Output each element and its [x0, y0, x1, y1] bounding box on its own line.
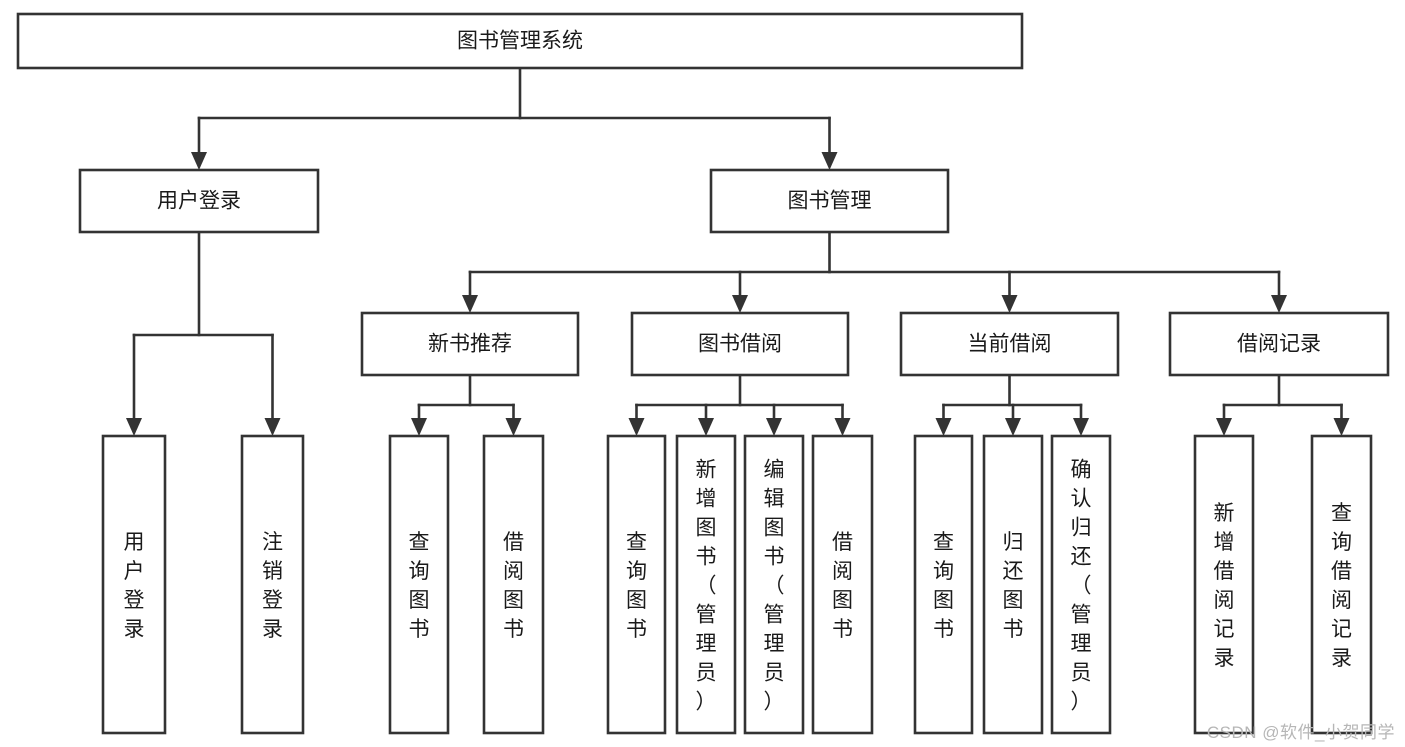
node-leaf-add-book-admin[interactable]: 新增图书（管理员） [675, 434, 737, 735]
node-leaf-edit-book-admin-label: 编辑图书（管理员） [764, 459, 785, 714]
node-user-login-box [78, 168, 320, 234]
node-leaf-query-book-recommend[interactable]: 查询图书 [388, 434, 450, 735]
node-leaf-query-borrow-record-box [1310, 434, 1373, 735]
arrow-head-icon [191, 152, 207, 170]
node-leaf-logout-login-label: 注销登录 [262, 531, 283, 641]
node-book-management[interactable]: 图书管理 [709, 168, 950, 234]
node-root-system-label: 图书管理系统 [457, 30, 583, 53]
node-leaf-query-book-current-box [913, 434, 974, 735]
node-leaf-return-book[interactable]: 归还图书 [982, 434, 1044, 735]
arrow-head-icon [935, 418, 952, 436]
node-leaf-add-borrow-record-box [1193, 434, 1255, 735]
node-leaf-user-login-box [101, 434, 167, 735]
arrow-head-icon [732, 295, 748, 313]
node-borrow-records[interactable]: 借阅记录 [1168, 311, 1390, 377]
node-leaf-query-borrow-record-label: 查询借阅记录 [1331, 502, 1352, 670]
node-leaf-query-borrow-record[interactable]: 查询借阅记录 [1310, 434, 1373, 735]
arrow-head-icon [1005, 418, 1021, 436]
node-leaf-borrow-book-recommend[interactable]: 借阅图书 [482, 434, 545, 735]
arrow-head-icon [1001, 295, 1018, 313]
node-leaf-query-book-current-label: 查询图书 [933, 531, 954, 641]
connector-layer [126, 66, 1350, 436]
arrow-head-icon [1216, 418, 1232, 436]
arrow-head-icon [834, 418, 851, 436]
node-leaf-borrow-book-box [811, 434, 874, 735]
arrow-head-icon [628, 418, 645, 436]
node-leaf-query-book-borrow[interactable]: 查询图书 [606, 434, 667, 735]
node-user-login[interactable]: 用户登录 [78, 168, 320, 234]
node-leaf-confirm-return-admin-box [1050, 434, 1112, 735]
node-root-system-box [16, 12, 1024, 70]
node-leaf-add-borrow-record[interactable]: 新增借阅记录 [1193, 434, 1255, 735]
node-leaf-edit-book-admin-box [743, 434, 805, 735]
node-borrow-records-box [1168, 311, 1390, 377]
node-book-management-label: 图书管理 [788, 190, 872, 213]
arrow-head-icon [1333, 418, 1350, 436]
arrow-head-icon [698, 418, 714, 436]
arrow-head-icon [264, 418, 281, 436]
node-book-management-box [709, 168, 950, 234]
node-leaf-logout-login[interactable]: 注销登录 [240, 434, 305, 735]
node-leaf-logout-login-box [240, 434, 305, 735]
node-leaf-add-borrow-record-label: 新增借阅记录 [1214, 502, 1235, 670]
node-new-book-recommend-label: 新书推荐 [428, 333, 512, 356]
node-leaf-borrow-book-label: 借阅图书 [832, 531, 853, 641]
node-leaf-user-login-label: 用户登录 [124, 531, 145, 641]
arrow-head-icon [411, 418, 427, 436]
node-current-borrow-box [899, 311, 1120, 377]
arrow-head-icon [1271, 295, 1287, 313]
node-leaf-return-book-box [982, 434, 1044, 735]
node-leaf-confirm-return-admin[interactable]: 确认归还（管理员） [1050, 434, 1112, 735]
arrow-head-icon [821, 152, 838, 170]
node-book-borrow-label: 图书借阅 [698, 333, 782, 356]
node-new-book-recommend[interactable]: 新书推荐 [360, 311, 580, 377]
node-leaf-borrow-book-recommend-label: 借阅图书 [503, 531, 524, 641]
arrow-head-icon [766, 418, 782, 436]
node-leaf-return-book-label: 归还图书 [1003, 531, 1024, 641]
node-current-borrow-label: 当前借阅 [968, 333, 1052, 356]
node-leaf-user-login[interactable]: 用户登录 [101, 434, 167, 735]
node-leaf-borrow-book[interactable]: 借阅图书 [811, 434, 874, 735]
node-root-system[interactable]: 图书管理系统 [16, 12, 1024, 70]
node-leaf-confirm-return-admin-label: 确认归还（管理员） [1071, 459, 1092, 714]
arrow-head-icon [505, 418, 522, 436]
node-leaf-query-book-borrow-label: 查询图书 [626, 531, 647, 641]
node-leaf-query-book-current[interactable]: 查询图书 [913, 434, 974, 735]
node-book-borrow-box [630, 311, 850, 377]
node-leaf-query-book-recommend-box [388, 434, 450, 735]
node-leaf-query-book-recommend-label: 查询图书 [409, 531, 430, 641]
node-current-borrow[interactable]: 当前借阅 [899, 311, 1120, 377]
node-layer: 图书管理系统用户登录图书管理新书推荐图书借阅当前借阅借阅记录用户登录注销登录查询… [16, 12, 1390, 735]
node-borrow-records-label: 借阅记录 [1237, 333, 1321, 356]
arrow-head-icon [462, 295, 478, 313]
node-leaf-borrow-book-recommend-box [482, 434, 545, 735]
arrow-head-icon [1073, 418, 1089, 436]
arrow-head-icon [126, 418, 142, 436]
node-leaf-add-book-admin-box [675, 434, 737, 735]
node-new-book-recommend-box [360, 311, 580, 377]
node-leaf-edit-book-admin[interactable]: 编辑图书（管理员） [743, 434, 805, 735]
node-leaf-add-book-admin-label: 新增图书（管理员） [696, 459, 717, 714]
node-leaf-query-book-borrow-box [606, 434, 667, 735]
node-book-borrow[interactable]: 图书借阅 [630, 311, 850, 377]
node-user-login-label: 用户登录 [157, 190, 241, 213]
